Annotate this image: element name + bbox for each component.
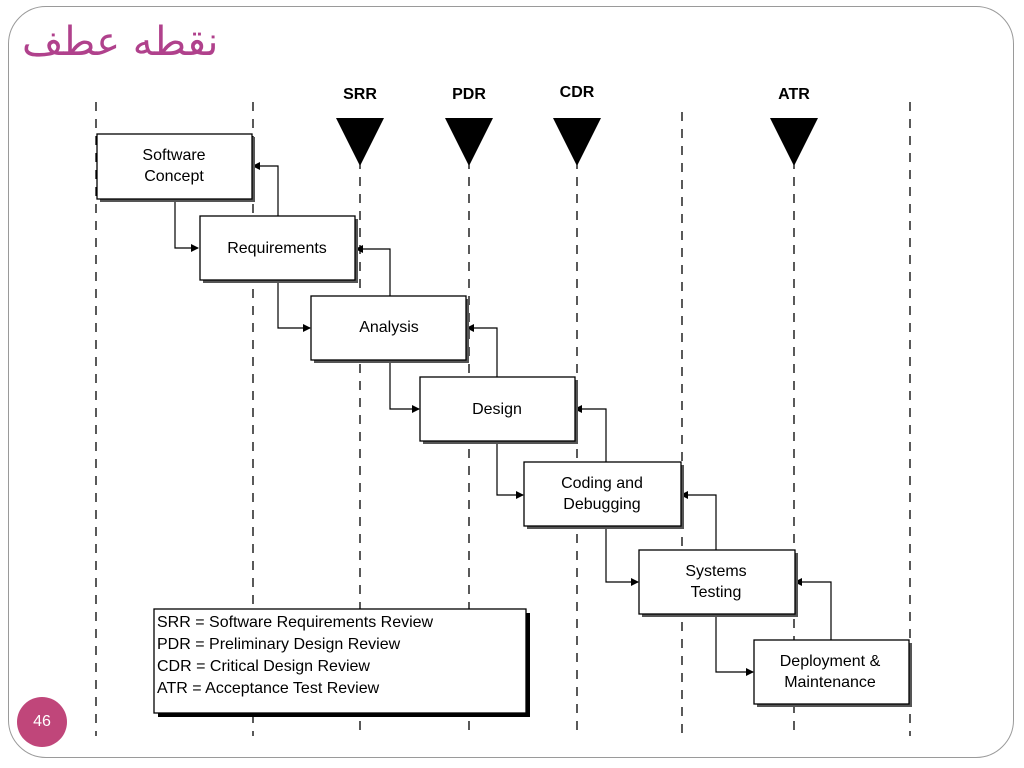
phase-software-concept: Software Concept xyxy=(96,133,255,202)
milestone-cdr: CDR xyxy=(553,84,601,166)
phase-label: Systems xyxy=(685,563,746,580)
phase-label: Concept xyxy=(144,168,204,185)
phase-label: Deployment & xyxy=(780,653,881,670)
forward-arrow xyxy=(496,442,524,499)
feedback-arrow xyxy=(466,324,498,377)
phase-deployment-maintenance: Deployment & Maintenance xyxy=(753,639,912,707)
legend-item: ATR = Acceptance Test Review xyxy=(157,680,380,697)
phase-analysis: Analysis xyxy=(310,295,469,363)
milestone-triangle-icon xyxy=(770,118,818,166)
phase-label: Coding and xyxy=(561,475,643,492)
phase-label: Maintenance xyxy=(784,674,876,691)
milestone-label: SRR xyxy=(343,86,377,103)
forward-arrow xyxy=(389,361,420,413)
feedback-arrow xyxy=(355,245,391,296)
phase-design: Design xyxy=(419,376,578,444)
forward-arrow xyxy=(605,526,639,586)
milestone-label: ATR xyxy=(778,86,810,103)
milestone-srr: SRR xyxy=(336,86,384,166)
phase-label: Testing xyxy=(691,584,742,601)
legend-item: SRR = Software Requirements Review xyxy=(157,614,434,631)
phase-label: Debugging xyxy=(563,496,640,513)
forward-arrow xyxy=(174,199,199,252)
page-number-badge: 46 xyxy=(17,697,67,747)
legend-item: PDR = Preliminary Design Review xyxy=(157,636,401,653)
milestone-triangle-icon xyxy=(553,118,601,166)
feedback-arrow xyxy=(574,405,607,462)
phase-label: Requirements xyxy=(227,240,327,257)
feedback-arrow xyxy=(794,578,832,640)
legend-item: CDR = Critical Design Review xyxy=(157,658,370,675)
feedback-arrow xyxy=(252,162,279,216)
milestone-pdr: PDR xyxy=(445,86,493,166)
phase-label: Software xyxy=(142,147,205,164)
phase-label: Design xyxy=(472,401,522,418)
milestone-atr: ATR xyxy=(770,86,818,166)
legend-box: SRR = Software Requirements Review PDR =… xyxy=(153,608,530,717)
phase-coding-debugging: Coding and Debugging xyxy=(523,461,684,529)
forward-arrow xyxy=(277,281,311,332)
milestone-label: CDR xyxy=(560,84,595,101)
phase-systems-testing: Systems Testing xyxy=(638,549,798,617)
phase-requirements: Requirements xyxy=(199,215,358,283)
milestone-triangle-icon xyxy=(336,118,384,166)
phase-label: Analysis xyxy=(359,319,419,336)
slide-title: نقطه عطف xyxy=(22,19,219,65)
connectors xyxy=(174,162,832,676)
milestone-label: PDR xyxy=(452,86,486,103)
feedback-arrow xyxy=(680,491,717,550)
milestone-triangle-icon xyxy=(445,118,493,166)
forward-arrow xyxy=(715,613,754,676)
